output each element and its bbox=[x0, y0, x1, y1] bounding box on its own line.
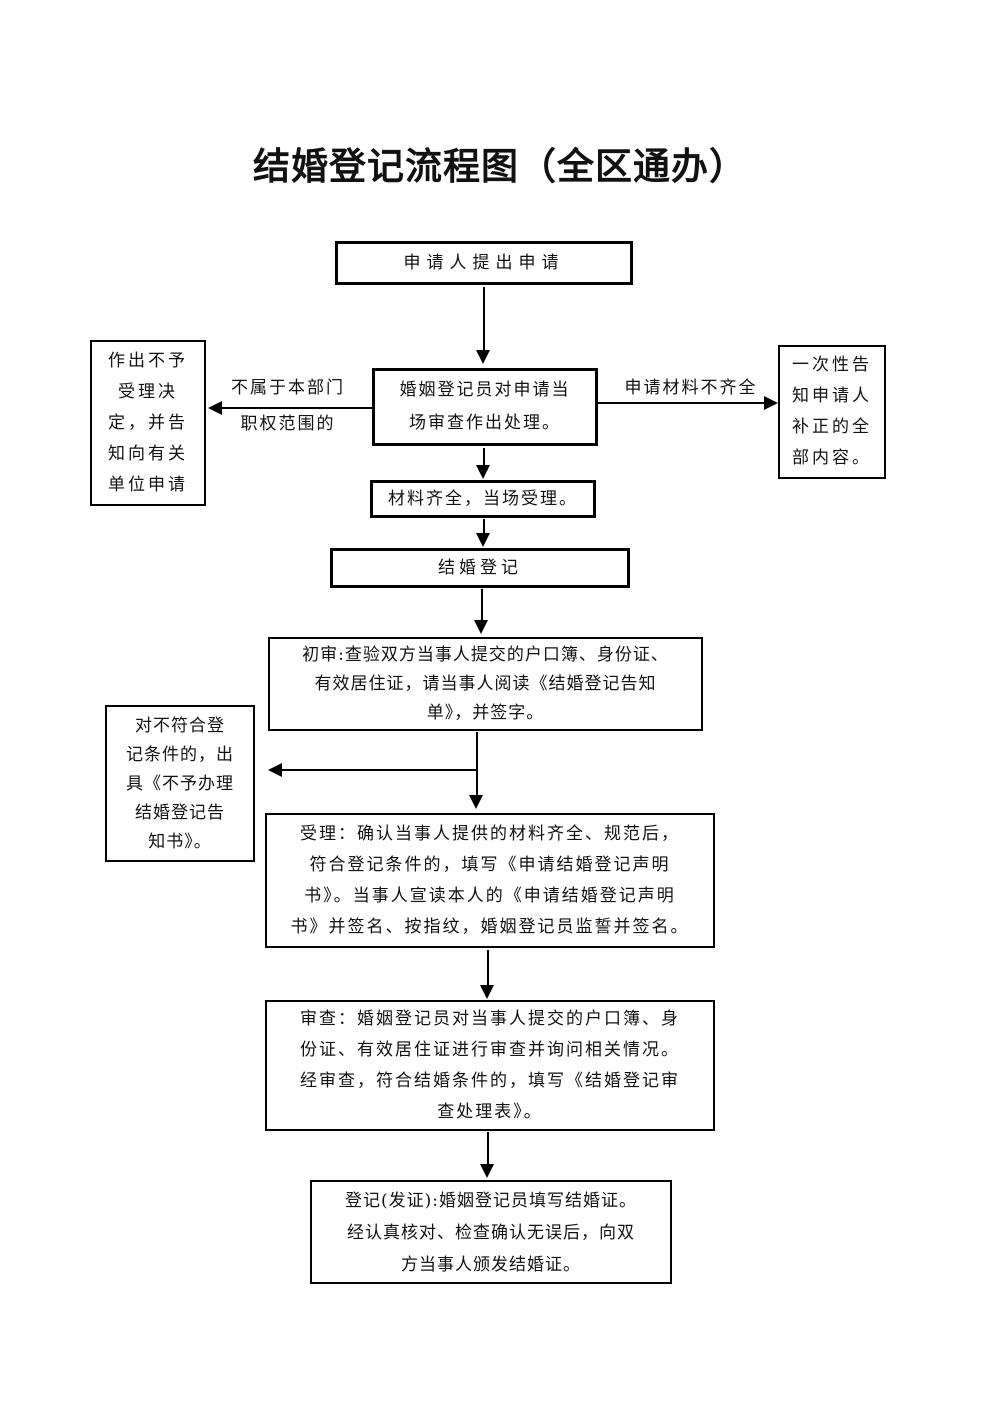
text-line: 场审查作出处理。 bbox=[409, 413, 561, 433]
arrow-examination-to-issue-line bbox=[487, 1132, 489, 1165]
arrow-review-to-reject-line bbox=[222, 407, 372, 409]
node-first-check: 初审:查验双方当事人提交的户口簿、身份证、 有效居住证，请当事人阅读《结婚登记告… bbox=[268, 637, 703, 731]
text-line: 查处理表》。 bbox=[437, 1102, 543, 1122]
branch-left-label-line2: 职权范围的 bbox=[240, 414, 336, 434]
branch-left-label-line1: 不属于本部门 bbox=[231, 378, 345, 398]
text-line: 有效居住证，请当事人阅读《结婚登记告知 bbox=[314, 674, 657, 694]
arrow-firstcheck-to-notqualified-head bbox=[268, 763, 282, 777]
text-line: 受理决 bbox=[118, 382, 178, 402]
node-examination: 审查：婚姻登记员对当事人提交的户口簿、身 份证、有效居住证进行审查并询问相关情况… bbox=[265, 1000, 715, 1131]
text-line: 作出不予 bbox=[108, 351, 188, 371]
text-line: 方当事人颁发结婚证。 bbox=[401, 1255, 581, 1275]
node-accept: 材料齐全，当场受理。 bbox=[370, 480, 596, 518]
text-line: 知向有关 bbox=[108, 444, 188, 464]
text-line: 登记(发证):婚姻登记员填写结婚证。 bbox=[345, 1191, 637, 1211]
text-line: 材料齐全，当场受理。 bbox=[388, 489, 578, 509]
arrow-acceptance-to-examination-head bbox=[480, 985, 494, 999]
text-line: 补正的全 bbox=[792, 417, 872, 437]
text-line: 知书》。 bbox=[148, 832, 212, 852]
text-line: 初审:查验双方当事人提交的户口簿、身份证、 bbox=[302, 645, 669, 665]
text-line: 受理：确认当事人提供的材料齐全、规范后， bbox=[300, 824, 680, 844]
node-not-qualified: 对不符合登 记条件的，出 具《不予办理 结婚登记告 知书》。 bbox=[105, 705, 255, 862]
arrow-review-to-notify-head bbox=[764, 396, 778, 410]
text-line: 结婚登记 bbox=[438, 558, 522, 578]
arrow-accept-to-register-head bbox=[476, 533, 490, 547]
node-review: 婚姻登记员对申请当 场审查作出处理。 bbox=[372, 368, 598, 446]
arrow-review-to-reject-head bbox=[208, 401, 222, 415]
text-line: 申请人提出申请 bbox=[403, 253, 565, 273]
text-line: 审查：婚姻登记员对当事人提交的户口簿、身 bbox=[300, 1009, 680, 1029]
text-line: 记条件的，出 bbox=[126, 745, 234, 765]
node-reject: 作出不予 受理决 定，并告 知向有关 单位申请 bbox=[90, 340, 206, 506]
arrow-apply-to-review-line bbox=[483, 287, 485, 350]
arrow-register-to-firstcheck-head bbox=[474, 620, 488, 634]
text-line: 单位申请 bbox=[108, 475, 188, 495]
text-line: 婚姻登记员对申请当 bbox=[399, 380, 571, 400]
text-line: 书》并签名、按指纹，婚姻登记员监誓并签名。 bbox=[290, 917, 690, 937]
arrow-review-to-accept-line bbox=[483, 448, 485, 466]
node-register: 结婚登记 bbox=[330, 548, 630, 588]
text-line: 书》。当事人宣读本人的《申请结婚登记声明 bbox=[304, 886, 676, 906]
arrow-review-to-accept-head bbox=[476, 465, 490, 479]
arrow-firstcheck-to-acceptance-head bbox=[469, 795, 483, 809]
text-line: 定，并告 bbox=[108, 413, 188, 433]
arrow-review-to-notify-line bbox=[598, 402, 764, 404]
text-line: 对不符合登 bbox=[135, 716, 225, 736]
page-title: 结婚登记流程图（全区通办） bbox=[253, 144, 747, 188]
text-line: 经审查，符合结婚条件的，填写《结婚登记审 bbox=[300, 1071, 680, 1091]
node-acceptance: 受理：确认当事人提供的材料齐全、规范后， 符合登记条件的，填写《申请结婚登记声明… bbox=[265, 813, 715, 948]
text-line: 单》，并签字。 bbox=[426, 703, 545, 723]
arrow-accept-to-register-line bbox=[483, 519, 485, 534]
text-line: 结婚登记告 bbox=[135, 803, 225, 823]
text-line: 知申请人 bbox=[792, 386, 872, 406]
arrow-register-to-firstcheck-line bbox=[481, 589, 483, 620]
text-line: 一次性告 bbox=[792, 355, 872, 375]
text-line: 经认真核对、检查确认无误后，向双 bbox=[347, 1223, 635, 1243]
arrow-apply-to-review-head bbox=[476, 350, 490, 364]
node-issue: 登记(发证):婚姻登记员填写结婚证。 经认真核对、检查确认无误后，向双 方当事人… bbox=[310, 1180, 672, 1284]
node-apply: 申请人提出申请 bbox=[335, 241, 633, 285]
branch-right-label: 申请材料不齐全 bbox=[624, 378, 758, 398]
text-line: 部内容。 bbox=[792, 448, 872, 468]
arrow-examination-to-issue-head bbox=[480, 1164, 494, 1178]
arrow-firstcheck-to-acceptance-line bbox=[476, 732, 478, 795]
text-line: 符合登记条件的，填写《申请结婚登记声明 bbox=[309, 855, 671, 875]
arrow-firstcheck-to-notqualified-line bbox=[282, 769, 478, 771]
text-line: 份证、有效居住证进行审查并询问相关情况。 bbox=[300, 1040, 680, 1060]
arrow-acceptance-to-examination-line bbox=[487, 950, 489, 986]
node-notify: 一次性告 知申请人 补正的全 部内容。 bbox=[778, 345, 886, 479]
text-line: 具《不予办理 bbox=[126, 774, 234, 794]
